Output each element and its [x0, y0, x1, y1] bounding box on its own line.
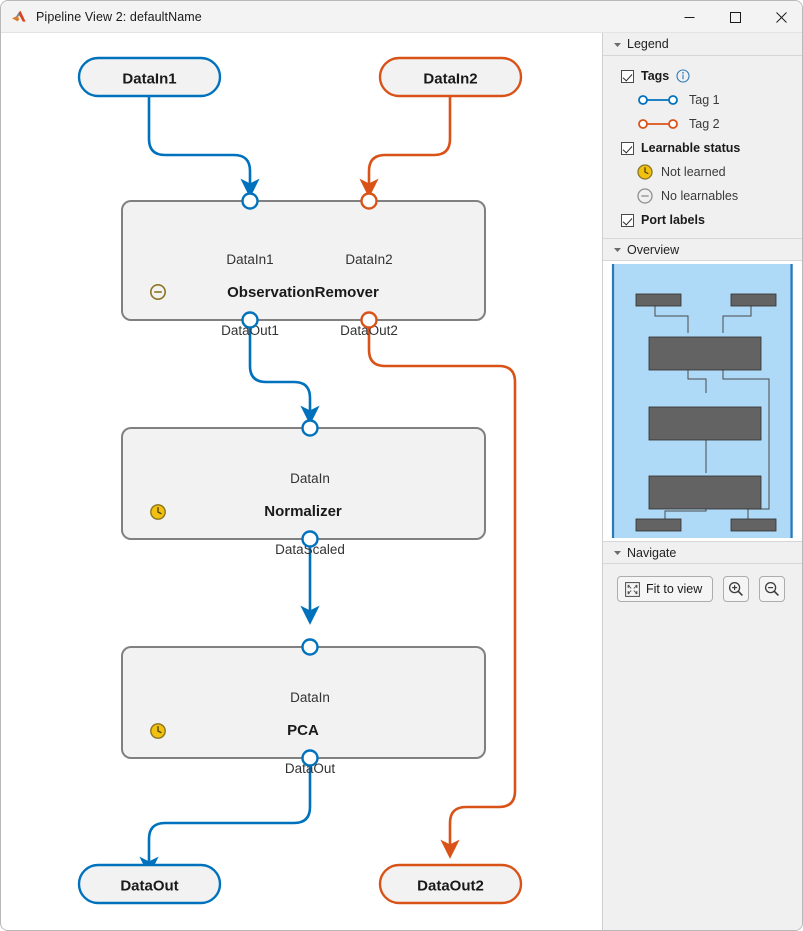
block-observationremover-title: ObservationRemover — [227, 284, 379, 301]
learnable-status-label: Learnable status — [641, 141, 741, 155]
window-controls — [666, 1, 802, 33]
minimap-block — [635, 518, 682, 532]
close-button[interactable] — [758, 1, 802, 33]
edge-obsrem-to-normalizer — [248, 320, 320, 425]
zoom-out-button[interactable] — [759, 576, 786, 602]
legend-learnable-status-row[interactable]: Learnable status — [603, 136, 802, 160]
port-label-dataout2: DataOut2 — [340, 323, 398, 338]
legend-body: Tags Tag 1 — [603, 56, 802, 238]
minimize-button[interactable] — [666, 1, 712, 33]
port-label-datain2: DataIn2 — [345, 252, 392, 267]
matlab-icon — [11, 9, 27, 25]
node-dataout2-label: DataOut2 — [417, 878, 484, 895]
info-icon[interactable] — [676, 69, 690, 83]
edge-obsrem-to-dataout2 — [367, 320, 517, 859]
legend-no-learnables-row: No learnables — [603, 184, 802, 208]
maximize-button[interactable] — [712, 1, 758, 33]
navigate-section-title: Navigate — [627, 545, 677, 560]
minimap-block — [648, 336, 762, 371]
sidebar: Legend Tags — [602, 33, 802, 930]
port-label-dataout1: DataOut1 — [221, 323, 279, 338]
node-datain2[interactable]: DataIn2 — [378, 56, 523, 98]
minus-circle-icon — [150, 284, 166, 300]
pipeline-canvas[interactable]: DataIn1 DataIn2 ObservationRemover DataI… — [2, 33, 601, 930]
navigate-section-header[interactable]: Navigate — [603, 541, 802, 564]
clock-icon — [150, 723, 166, 739]
port-normalizer-out[interactable] — [301, 530, 319, 548]
port-pca-out[interactable] — [301, 749, 319, 767]
legend-tags-row[interactable]: Tags — [603, 64, 802, 88]
minimap-block — [730, 293, 777, 307]
port-obsrem-out2[interactable] — [360, 311, 378, 329]
tag2-line-icon — [637, 117, 679, 131]
clock-icon — [637, 164, 653, 180]
port-label-pca-datain: DataIn — [290, 690, 330, 705]
zoom-out-icon — [764, 581, 780, 597]
legend-not-learned-row: Not learned — [603, 160, 802, 184]
fit-to-view-button[interactable]: Fit to view — [617, 576, 714, 602]
legend-tag1-row: Tag 1 — [603, 88, 802, 112]
port-obsrem-in1[interactable] — [241, 192, 259, 210]
port-normalizer-in[interactable] — [301, 419, 319, 437]
edge-in1-to-obsrem — [147, 96, 260, 198]
navigate-body: Fit to view — [603, 564, 802, 602]
zoom-in-icon — [728, 581, 744, 597]
not-learned-label: Not learned — [661, 165, 726, 179]
overview-section-header[interactable]: Overview — [603, 238, 802, 261]
edge-in2-to-obsrem — [359, 96, 452, 198]
tags-checkbox[interactable] — [621, 69, 634, 83]
clock-icon — [150, 504, 166, 520]
window-title: Pipeline View 2: defaultName — [36, 9, 202, 24]
port-labels-checkbox[interactable] — [621, 213, 634, 227]
block-observationremover[interactable]: ObservationRemover DataIn1 DataIn2 DataO… — [121, 192, 486, 339]
minimap-block — [648, 406, 762, 441]
minimap-block — [635, 293, 682, 307]
caret-down-icon[interactable] — [611, 38, 623, 50]
overview-section-title: Overview — [627, 242, 680, 257]
legend-tag2-row: Tag 2 — [603, 112, 802, 136]
fit-to-view-icon — [625, 581, 640, 597]
block-normalizer-title: Normalizer — [264, 503, 342, 520]
block-pca[interactable]: PCA DataIn DataOut — [121, 638, 486, 777]
tag2-label: Tag 2 — [689, 117, 720, 131]
node-dataout-label: DataOut — [120, 878, 178, 895]
node-datain2-label: DataIn2 — [423, 71, 477, 88]
overview-minimap[interactable] — [603, 261, 802, 541]
port-label-normalizer-datascaled: DataScaled — [275, 542, 345, 557]
no-learnables-label: No learnables — [661, 189, 739, 203]
tag1-label: Tag 1 — [689, 93, 720, 107]
legend-section-title: Legend — [627, 37, 669, 51]
block-pca-title: PCA — [287, 722, 319, 739]
port-label-pca-dataout: DataOut — [285, 761, 336, 776]
fit-to-view-label: Fit to view — [646, 582, 703, 596]
port-obsrem-in2[interactable] — [360, 192, 378, 210]
node-dataout[interactable]: DataOut — [77, 863, 222, 905]
port-label-datain1: DataIn1 — [226, 252, 273, 267]
node-datain1[interactable]: DataIn1 — [77, 56, 222, 98]
node-dataout2[interactable]: DataOut2 — [378, 863, 523, 905]
port-obsrem-out1[interactable] — [241, 311, 259, 329]
minimap-block — [648, 475, 762, 510]
port-labels-label: Port labels — [641, 213, 705, 227]
minus-circle-icon — [637, 188, 653, 204]
block-normalizer[interactable]: Normalizer DataIn DataScaled — [121, 419, 486, 558]
port-label-normalizer-datain: DataIn — [290, 471, 330, 486]
legend-port-labels-row[interactable]: Port labels — [603, 208, 802, 232]
port-pca-in[interactable] — [301, 638, 319, 656]
tags-label: Tags — [641, 69, 670, 83]
title-bar: Pipeline View 2: defaultName — [1, 1, 802, 33]
zoom-in-button[interactable] — [723, 576, 750, 602]
node-datain1-label: DataIn1 — [122, 71, 176, 88]
minimap-block — [730, 518, 777, 532]
caret-down-icon[interactable] — [611, 244, 623, 256]
edge-pca-to-dataout — [139, 758, 312, 876]
caret-down-icon[interactable] — [611, 547, 623, 559]
learnable-status-checkbox[interactable] — [621, 141, 634, 155]
legend-section-header[interactable]: Legend — [603, 33, 802, 56]
tag1-line-icon — [637, 93, 679, 107]
